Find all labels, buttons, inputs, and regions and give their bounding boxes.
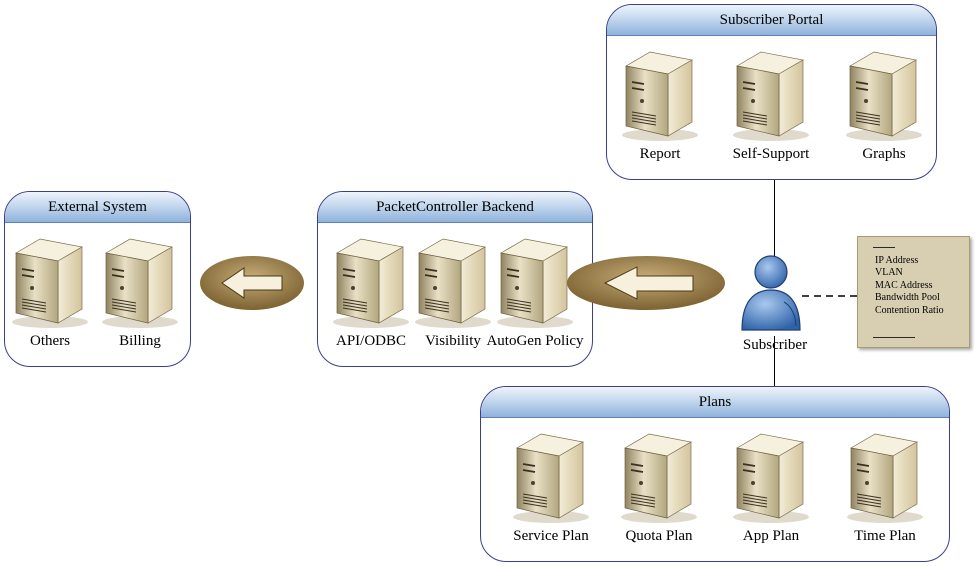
server-label: API/ODBC <box>335 333 406 349</box>
server-label: AutoGen Policy <box>486 333 584 349</box>
server-tower-icon <box>844 46 924 141</box>
attribute-item: Contention Ratio <box>875 304 944 316</box>
server-tower-icon <box>511 428 591 523</box>
external-system-title: External System <box>5 192 190 223</box>
attribute-item: VLAN <box>875 267 903 279</box>
server-autogen-policy: AutoGen Policy <box>486 233 584 349</box>
note-connector-line <box>802 295 858 297</box>
plans-connector-line <box>774 336 775 386</box>
server-label: Billing <box>119 333 161 349</box>
backend-title: PacketController Backend <box>318 192 592 223</box>
server-label: Visibility <box>425 333 481 349</box>
server-tower-icon <box>620 46 700 141</box>
server-tower-icon <box>495 233 575 328</box>
server-service-plan: Service Plan <box>511 428 591 544</box>
server-visibility: Visibility <box>413 233 493 349</box>
server-tower-icon <box>845 428 925 523</box>
server-tower-icon <box>731 46 811 141</box>
server-billing: Billing <box>100 233 180 349</box>
server-label: Others <box>30 333 70 349</box>
server-label: App Plan <box>742 528 800 544</box>
server-tower-icon <box>331 233 411 328</box>
server-time-plan: Time Plan <box>845 428 925 544</box>
server-tower-icon <box>731 428 811 523</box>
attribute-item: MAC Address <box>875 279 933 291</box>
server-label: Time Plan <box>854 528 916 544</box>
server-others: Others <box>10 233 90 349</box>
server-tower-icon <box>10 233 90 328</box>
portal-connector-line <box>774 180 775 258</box>
server-app-plan: App Plan <box>731 428 811 544</box>
attribute-item: IP Address <box>875 255 919 266</box>
server-self-support: Self-Support <box>731 46 811 162</box>
arrow-to-backend-icon <box>567 256 725 310</box>
subscriber-label: Subscriber <box>742 337 808 353</box>
note-top-rule <box>873 247 895 248</box>
server-tower-icon <box>413 233 493 328</box>
user-icon <box>741 255 801 331</box>
attribute-item: Bandwidth Pool <box>875 292 940 304</box>
server-quota-plan: Quota Plan <box>619 428 699 544</box>
server-report: Report <box>620 46 700 162</box>
server-label: Quota Plan <box>625 528 693 544</box>
plans-title: Plans <box>481 387 949 418</box>
server-graphs: Graphs <box>844 46 924 162</box>
arrow-to-external-icon <box>200 256 304 310</box>
server-label: Report <box>639 146 681 162</box>
server-label: Self-Support <box>732 146 810 162</box>
server-tower-icon <box>619 428 699 523</box>
server-api-odbc: API/ODBC <box>331 233 411 349</box>
note-bottom-rule <box>873 337 915 338</box>
attribute-list: IP Address VLAN MAC Address Bandwidth Po… <box>875 255 944 317</box>
server-label: Service Plan <box>513 528 589 544</box>
subscriber-attributes-note: IP Address VLAN MAC Address Bandwidth Po… <box>857 236 970 348</box>
server-label: Graphs <box>862 146 906 162</box>
server-tower-icon <box>100 233 180 328</box>
subscriber-portal-title: Subscriber Portal <box>607 5 936 36</box>
